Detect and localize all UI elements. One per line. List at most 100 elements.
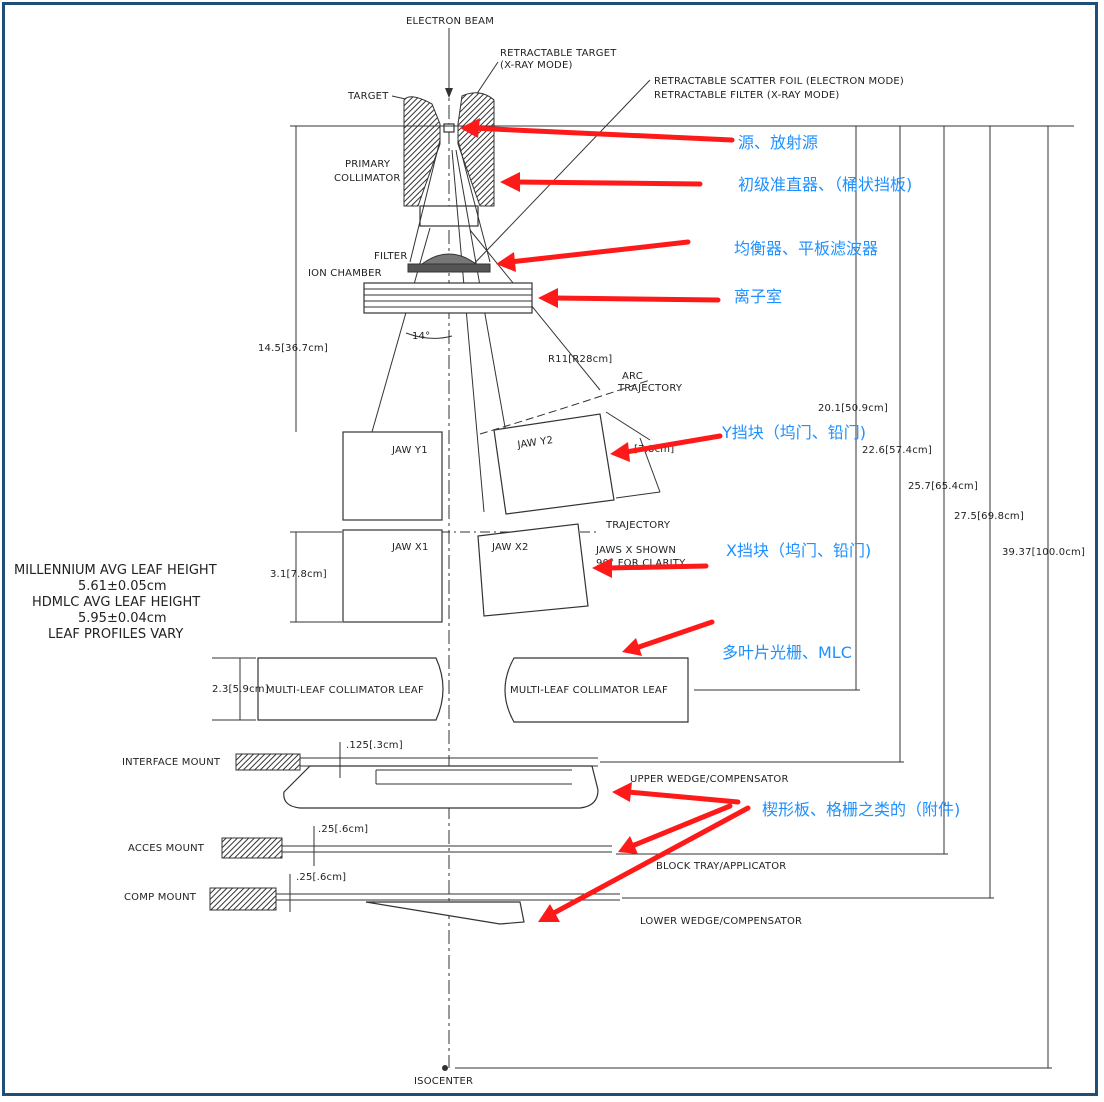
label-mlc-leaf-left: MULTI-LEAF COLLIMATOR LEAF — [266, 685, 424, 696]
primary-collimator-right — [457, 92, 495, 207]
label-upper-wedge: UPPER WEDGE/COMPENSATOR — [630, 774, 789, 785]
label-scatter-foil: RETRACTABLE SCATTER FOIL (ELECTRON MODE) — [654, 76, 904, 87]
label-jaw-y1: JAW Y1 — [391, 445, 428, 456]
fan-line — [371, 227, 431, 433]
arrow-mlc-head — [622, 638, 642, 656]
arrow-x-jaw-head — [592, 558, 612, 578]
label-acces-mount: ACCES MOUNT — [128, 843, 205, 854]
dim-14-5: 14.5[36.7cm] — [258, 343, 328, 354]
label-filter: FILTER — [374, 251, 407, 262]
arrow-ion-chamber-head — [538, 288, 558, 308]
label-xray-mode: (X-RAY MODE) — [500, 60, 573, 71]
jaw-x2 — [477, 523, 589, 617]
arrow-primary-collimator — [513, 179, 703, 187]
label-radius: R11[R28cm] — [548, 354, 612, 365]
jaw-y2 — [493, 413, 615, 515]
arrow-source-head — [460, 118, 480, 138]
angle-arc — [405, 332, 453, 339]
mlc-leaf-right — [504, 657, 689, 723]
label-angle: 14° — [412, 331, 430, 342]
arrow-lower-wedge-head — [538, 904, 560, 922]
arrow-upper-wedge — [625, 789, 741, 805]
note-accessories: 楔形板、格栅之类的（附件) — [762, 800, 960, 819]
label-jaw-x1: JAW X1 — [391, 542, 429, 553]
jaw-y1 — [342, 431, 443, 521]
label-lower-wedge: LOWER WEDGE/COMPENSATOR — [640, 916, 802, 927]
label-mlc-leaf-right: MULTI-LEAF COLLIMATOR LEAF — [510, 685, 668, 696]
arrow-primary-collimator-head — [500, 172, 520, 192]
label-electron-beam: ELECTRON BEAM — [406, 16, 494, 27]
label-comp-mount: COMP MOUNT — [124, 892, 197, 903]
fan-line — [457, 139, 491, 263]
label-primary: PRIMARY — [345, 159, 391, 170]
label-for-clarity: 90° FOR CLARITY — [596, 558, 686, 569]
arrow-filter-head — [496, 252, 516, 272]
note-mlc: 多叶片光栅、MLC — [722, 643, 852, 662]
label-arc: ARC — [622, 371, 643, 382]
label-interface-mount: INTERFACE MOUNT — [122, 757, 221, 768]
note-source: 源、放射源 — [738, 133, 818, 152]
isocenter-point — [442, 1065, 448, 1071]
jaw-x1 — [342, 529, 443, 623]
arrow-block-tray — [629, 803, 733, 849]
arrow-upper-wedge-head — [612, 782, 632, 802]
dim-3-1: 3.1[7.8cm] — [270, 569, 327, 580]
label-hdmlc: HDMLC AVG LEAF HEIGHT — [32, 595, 200, 610]
dim-20-1: 20.1[50.9cm] — [818, 403, 888, 414]
label-millennium-value: 5.61±0.05cm — [78, 579, 167, 594]
mlc-leaf-left — [257, 657, 444, 721]
primary-collimator-left — [403, 96, 441, 207]
note-primary-collimator: 初级准直器、（桶状挡板) — [738, 175, 912, 194]
label-hdmlc-value: 5.95±0.04cm — [78, 611, 167, 626]
dim-22-6: 22.6[57.4cm] — [862, 445, 932, 456]
arrow-y-jaw — [623, 433, 723, 455]
arrow-source — [467, 125, 735, 143]
label-trajectory: TRAJECTORY — [605, 520, 671, 531]
label-ion-chamber: ION CHAMBER — [308, 268, 382, 279]
label-jaw-y2: JAW Y2 — [516, 435, 554, 451]
label-isocenter: ISOCENTER — [414, 1076, 473, 1087]
dim-25-7: 25.7[65.4cm] — [908, 481, 978, 492]
beam-arrowhead — [445, 88, 453, 98]
label-arc-trajectory: TRAJECTORY — [617, 383, 683, 394]
fan-line — [451, 149, 485, 513]
fan-line — [469, 229, 601, 391]
arrow-mlc — [633, 619, 715, 651]
interface-mount-block — [235, 753, 301, 771]
label-jaw-x2: JAW X2 — [491, 542, 529, 553]
dim-2-3: 2.3[5.9cm] — [212, 684, 269, 695]
note-ion-chamber: 离子室 — [734, 287, 782, 306]
dim-25a: .25[.6cm] — [318, 824, 368, 835]
acces-mount-block — [221, 837, 283, 859]
label-leaf-profiles: LEAF PROFILES VARY — [48, 627, 183, 642]
note-y-jaw: Y挡块（坞门、铅门) — [721, 423, 866, 442]
dim-25b: .25[.6cm] — [296, 872, 346, 883]
label-collimator: COLLIMATOR — [334, 173, 401, 184]
dim-y2-line — [605, 411, 651, 441]
arrow-filter — [507, 239, 691, 265]
dim-125: .125[.3cm] — [346, 740, 403, 751]
label-millennium: MILLENNIUM AVG LEAF HEIGHT — [14, 563, 217, 578]
fan-line — [409, 139, 441, 263]
dim-y2-line — [615, 491, 661, 499]
arc-trajectory-path — [479, 379, 651, 435]
arrow-x-jaw — [605, 563, 709, 571]
target-block — [443, 123, 455, 133]
dim-27-5: 27.5[69.8cm] — [954, 511, 1024, 522]
comp-mount-block — [209, 887, 277, 911]
ion-chamber — [363, 282, 533, 314]
label-target: TARGET — [347, 91, 389, 102]
leader-scatter-foil — [469, 79, 651, 269]
note-flattening-filter: 均衡器、平板滤波器 — [734, 239, 878, 258]
arrow-ion-chamber — [551, 295, 721, 303]
flattening-filter-plate — [407, 263, 491, 273]
arrow-block-tray-head — [618, 836, 638, 854]
label-retractable-target: RETRACTABLE TARGET — [500, 48, 617, 59]
label-retractable-filter: RETRACTABLE FILTER (X-RAY MODE) — [654, 90, 840, 101]
note-x-jaw: X挡块（坞门、铅门) — [726, 541, 871, 560]
arrow-y-jaw-head — [610, 442, 630, 462]
upper-wedge — [283, 765, 599, 809]
lower-wedge — [365, 901, 525, 925]
label-jaws-shown: JAWS X SHOWN — [595, 545, 676, 556]
